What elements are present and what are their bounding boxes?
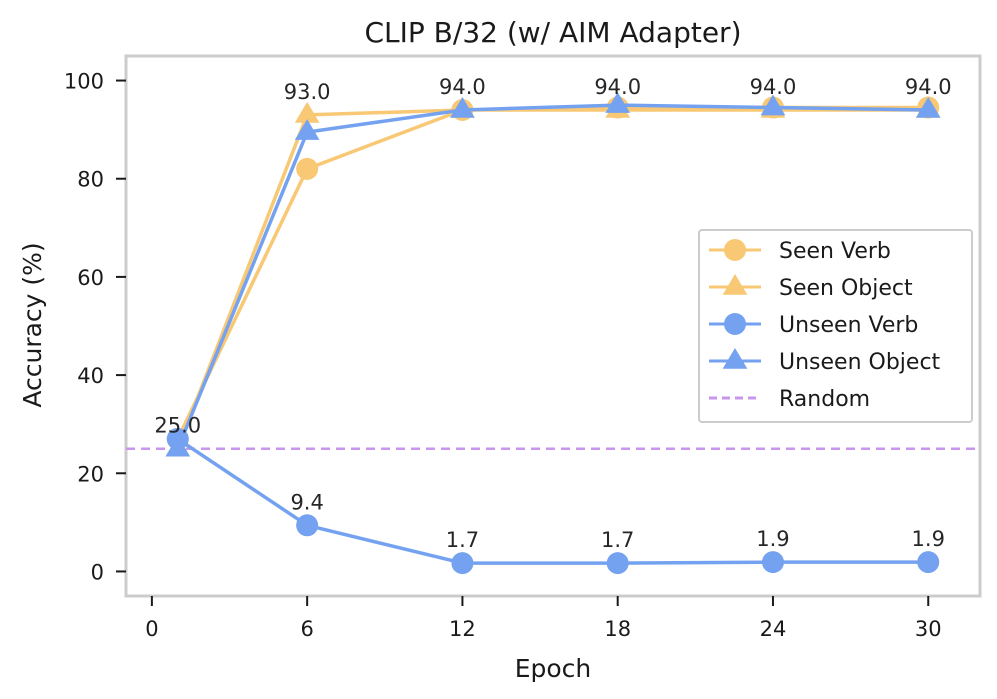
data-point-circle: [296, 157, 319, 180]
data-point-circle: [296, 514, 319, 537]
legend-item-unseen-object: Unseen Object: [709, 348, 941, 375]
data-point-triangle: [760, 94, 786, 116]
data-label: 93.0: [284, 80, 331, 104]
legend-label: Random: [779, 387, 870, 412]
series-layer: [165, 92, 941, 575]
data-label: 94.0: [594, 75, 641, 99]
x-tick-label: 18: [604, 617, 631, 641]
y-tick-label: 60: [77, 266, 104, 290]
x-axis: 0 6 12 18 24 30: [145, 596, 942, 641]
data-label: 1.9: [756, 527, 789, 551]
x-tick-label: 30: [915, 617, 942, 641]
x-tick-label: 0: [145, 617, 158, 641]
data-label: 9.4: [290, 490, 323, 514]
data-point-triangle: [165, 435, 191, 457]
series-line: [176, 437, 929, 565]
data-point-circle: [917, 551, 940, 574]
legend-box: [698, 229, 973, 423]
data-label: 94.0: [750, 75, 797, 99]
data-point-circle: [761, 551, 784, 574]
data-label: 94.0: [905, 75, 952, 99]
legend-marker-triangle: [722, 348, 748, 369]
x-axis-label: Epoch: [515, 654, 592, 683]
legend-marker-circle: [724, 239, 746, 261]
legend-label: Unseen Verb: [779, 313, 918, 338]
series-unseen-verb: [166, 427, 940, 575]
data-label: 25.0: [154, 414, 201, 438]
legend-marker-triangle: [722, 274, 748, 295]
y-tick-label: 20: [77, 462, 104, 486]
y-tick-label: 80: [77, 168, 104, 192]
legend-label: Seen Verb: [779, 239, 891, 264]
series-unseen-object: [165, 92, 941, 457]
data-point-triangle: [915, 97, 941, 118]
data-point-circle: [451, 552, 474, 575]
plot-border: [124, 54, 982, 598]
y-tick-label: 40: [77, 364, 104, 388]
data-label: 1.9: [912, 527, 945, 551]
legend-item-seen-verb: Seen Verb: [709, 239, 891, 264]
y-axis: 0 20 40 60 80 100: [64, 70, 126, 584]
series-line: [176, 103, 929, 450]
x-tick-label: 6: [300, 617, 313, 641]
legend-item-seen-object: Seen Object: [709, 274, 913, 301]
chart-title: CLIP B/32 (w/ AIM Adapter): [364, 16, 741, 49]
data-label: 1.7: [446, 528, 479, 552]
y-axis-label: Accuracy (%): [18, 242, 47, 407]
data-label: 94.0: [439, 75, 486, 99]
data-point-circle: [606, 552, 629, 575]
x-tick-label: 12: [449, 617, 476, 641]
plot-frame: [124, 54, 982, 598]
legend-item-unseen-verb: Unseen Verb: [709, 313, 918, 338]
y-tick-label: 100: [64, 70, 104, 94]
data-point-triangle: [294, 101, 320, 123]
series-line: [176, 108, 929, 450]
data-point-triangle: [450, 97, 475, 118]
legend-marker-circle: [724, 313, 746, 335]
legend-label: Seen Object: [779, 276, 913, 301]
data-label-layer: 25.0 93.0 94.0 94.0 94.0 94.0 9.4 1.7 1.7 1.9 1.9: [154, 75, 951, 552]
y-tick-label: 0: [91, 560, 104, 584]
data-point-triangle: [605, 92, 631, 113]
legend-item-random: Random: [709, 387, 870, 412]
legend-label: Unseen Object: [779, 350, 941, 375]
x-tick-label: 24: [760, 617, 787, 641]
data-point-triangle: [294, 119, 320, 140]
data-label: 1.7: [601, 528, 634, 552]
